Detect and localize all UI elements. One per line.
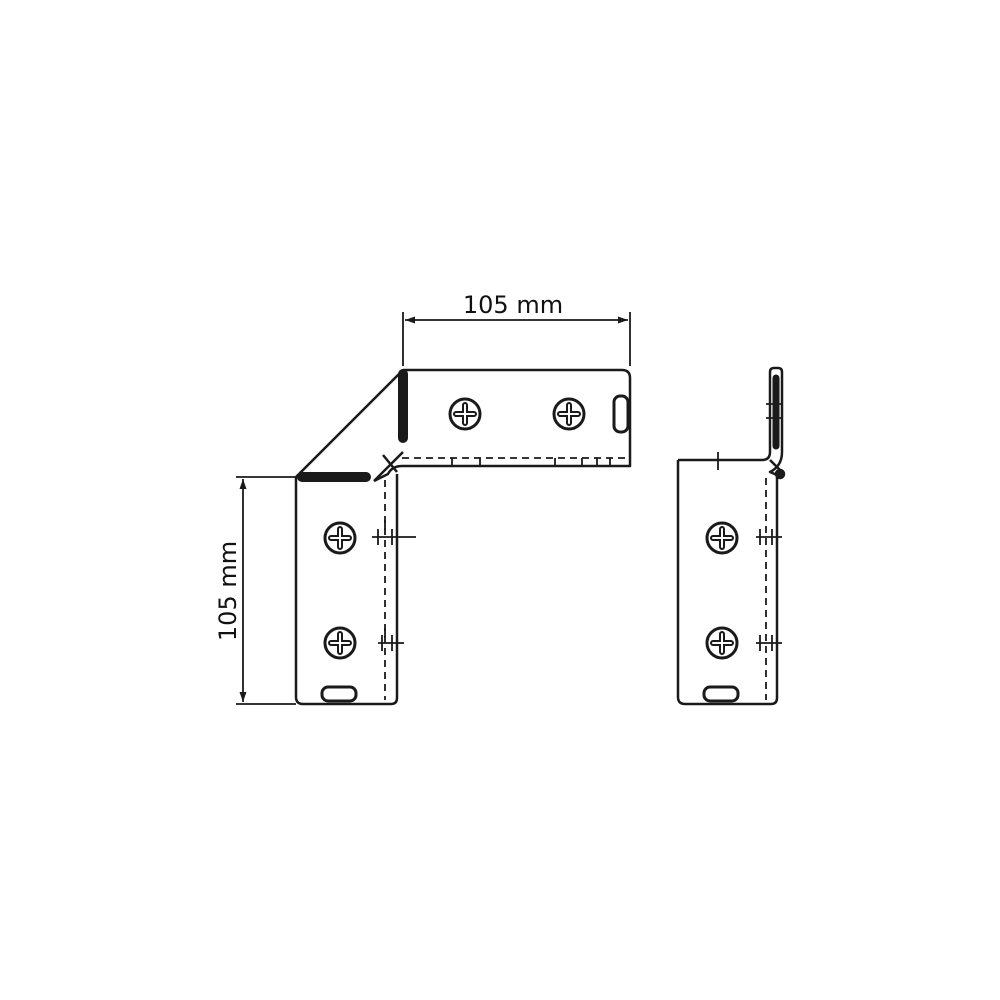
top-dimension [402, 312, 631, 366]
bracket-side-view [676, 366, 786, 706]
screw-hole-icon [554, 399, 584, 429]
top-leg-outline [373, 368, 632, 483]
screw-hole-icon [707, 628, 737, 658]
slot-icon [612, 394, 630, 434]
screw-hole-icon [450, 399, 480, 429]
top-dimension-label: 105 mm [463, 291, 563, 319]
bend-line [382, 454, 398, 473]
slot-icon [320, 685, 358, 703]
screw-hole-icon [707, 523, 737, 553]
tick-marks-top [451, 458, 611, 466]
side-dimension [236, 476, 296, 705]
vertical-leg-outline [294, 474, 399, 706]
screw-hole-icon [325, 628, 355, 658]
corner-bracket-front-view [294, 368, 632, 706]
side-top-edge [678, 366, 784, 477]
extension-line [236, 476, 296, 705]
tick-marks-vertical [372, 520, 416, 651]
diagonal-gusset [295, 369, 404, 482]
extension-line [402, 312, 631, 366]
side-body-outline [676, 460, 779, 706]
side-bend-marker [774, 468, 786, 480]
slot-icon [702, 685, 740, 703]
side-dimension-label: 105 mm [214, 541, 242, 641]
screw-hole-icon [325, 523, 355, 553]
